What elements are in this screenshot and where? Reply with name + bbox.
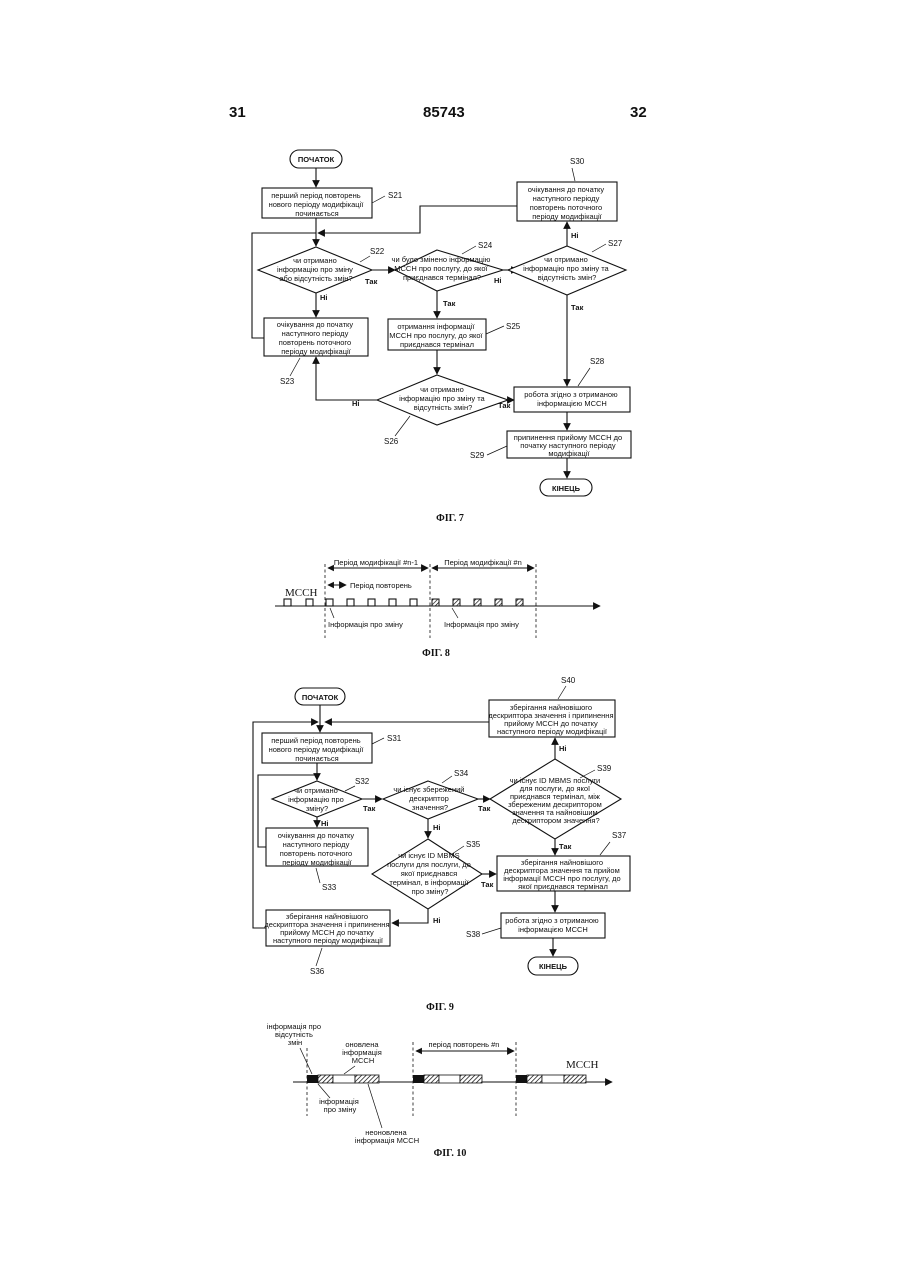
mcch-blocks bbox=[284, 599, 523, 606]
step-s38-text: робота згідно з отриманою інформацією MC… bbox=[505, 916, 601, 934]
figure-9-caption: ФІГ. 9 bbox=[426, 1002, 454, 1013]
step-s25-id: S25 bbox=[506, 322, 521, 331]
mcch-blocks-10 bbox=[307, 1075, 586, 1083]
figure-10-timeline: інформація про відсутність змін оновлена… bbox=[0, 1020, 901, 1170]
step-s37-id: S37 bbox=[612, 831, 627, 840]
s39-yes-label: Так bbox=[559, 842, 572, 851]
step-s28-id: S28 bbox=[590, 357, 605, 366]
s24-no-label: Ні bbox=[494, 276, 502, 285]
mcch-label-10: MCCH bbox=[566, 1059, 598, 1071]
step-s36-id: S36 bbox=[310, 967, 325, 976]
mod-period-prev-label: Період модифікації #n-1 bbox=[334, 558, 418, 567]
start-label-9: ПОЧАТОК bbox=[302, 693, 339, 702]
decision-s35-id: S35 bbox=[466, 840, 481, 849]
step-s23-id: S23 bbox=[280, 377, 295, 386]
no-change-info-label: інформація про відсутність змін bbox=[267, 1022, 323, 1047]
decision-s34-id: S34 bbox=[454, 769, 469, 778]
s34-yes-label: Так bbox=[478, 804, 491, 813]
step-s21-id: S21 bbox=[388, 191, 403, 200]
rep-period-n-label: період повторень #n bbox=[429, 1040, 500, 1049]
step-s30-text: очікування до початку наступного періоду… bbox=[528, 185, 606, 221]
step-s37-text: зберігання найновішого дескриптора значе… bbox=[503, 858, 623, 891]
figure-7-flowchart: ПОЧАТОК перший період повторень нового п… bbox=[0, 0, 901, 540]
s34-no-label: Ні bbox=[433, 823, 441, 832]
step-s38-id: S38 bbox=[466, 930, 481, 939]
decision-s39-id: S39 bbox=[597, 764, 612, 773]
s32-yes-label: Так bbox=[363, 804, 376, 813]
s27-yes-label: Так bbox=[571, 303, 584, 312]
mod-period-cur-label: Період модифікації #n bbox=[444, 558, 522, 567]
step-s33-id: S33 bbox=[322, 883, 337, 892]
decision-s27-id: S27 bbox=[608, 239, 623, 248]
decision-s22-id: S22 bbox=[370, 247, 385, 256]
not-updated-info-label: неоновлена інформація MCCH bbox=[355, 1128, 419, 1145]
s27-no-label: Ні bbox=[571, 231, 579, 240]
s26-yes-label: Так bbox=[498, 401, 511, 410]
figure-10-caption: ФІГ. 10 bbox=[434, 1148, 467, 1159]
s22-no-label: Ні bbox=[320, 293, 328, 302]
step-s31-id: S31 bbox=[387, 734, 402, 743]
change-info-label-10: інформація про зміну bbox=[319, 1097, 361, 1114]
decision-s24-text: чи було змінено інформацію MCCH про посл… bbox=[392, 255, 493, 282]
figure-8-caption: ФІГ. 8 bbox=[422, 648, 450, 659]
updated-info-label: оновлена інформація MCCH bbox=[342, 1040, 384, 1065]
figure-9-flowchart: ПОЧАТОК перший період повторень нового п… bbox=[0, 680, 901, 1020]
figure-7-caption: ФІГ. 7 bbox=[436, 513, 464, 524]
end-label: КІНЕЦЬ bbox=[552, 484, 581, 493]
decision-s26-id: S26 bbox=[384, 437, 399, 446]
step-s23-text: очікування до початку наступного періоду… bbox=[277, 320, 355, 356]
s39-no-label: Ні bbox=[559, 744, 567, 753]
end-label-9: КІНЕЦЬ bbox=[539, 962, 568, 971]
s24-yes-label: Так bbox=[443, 299, 456, 308]
decision-s39-text: чи існує ID MBMS послуги для послуги, до… bbox=[508, 776, 604, 825]
step-s40-id: S40 bbox=[561, 676, 576, 685]
change-info-label-1: Інформація про зміну bbox=[328, 620, 403, 629]
decision-s24-id: S24 bbox=[478, 241, 493, 250]
s35-yes-label: Так bbox=[481, 880, 494, 889]
change-info-label-2: Інформація про зміну bbox=[444, 620, 519, 629]
step-s33-text: очікування до початку наступного періоду… bbox=[278, 831, 356, 867]
s35-no-label: Ні bbox=[433, 916, 441, 925]
step-s29-id: S29 bbox=[470, 451, 485, 460]
step-s30-id: S30 bbox=[570, 157, 585, 166]
step-s28-text: робота згідно з отриманою інформацією MC… bbox=[524, 390, 620, 408]
step-s25-text: отримання інформації MCCH про послугу, д… bbox=[389, 322, 485, 349]
figure-8-timeline: Період модифікації #n-1 Період модифікац… bbox=[0, 540, 901, 680]
rep-period-label: Період повторень bbox=[350, 581, 412, 590]
decision-s32-id: S32 bbox=[355, 777, 370, 786]
s32-no-label: Ні bbox=[321, 819, 329, 828]
mcch-label: MCCH bbox=[285, 587, 317, 599]
start-label: ПОЧАТОК bbox=[298, 155, 335, 164]
s22-yes-label: Так bbox=[365, 277, 378, 286]
